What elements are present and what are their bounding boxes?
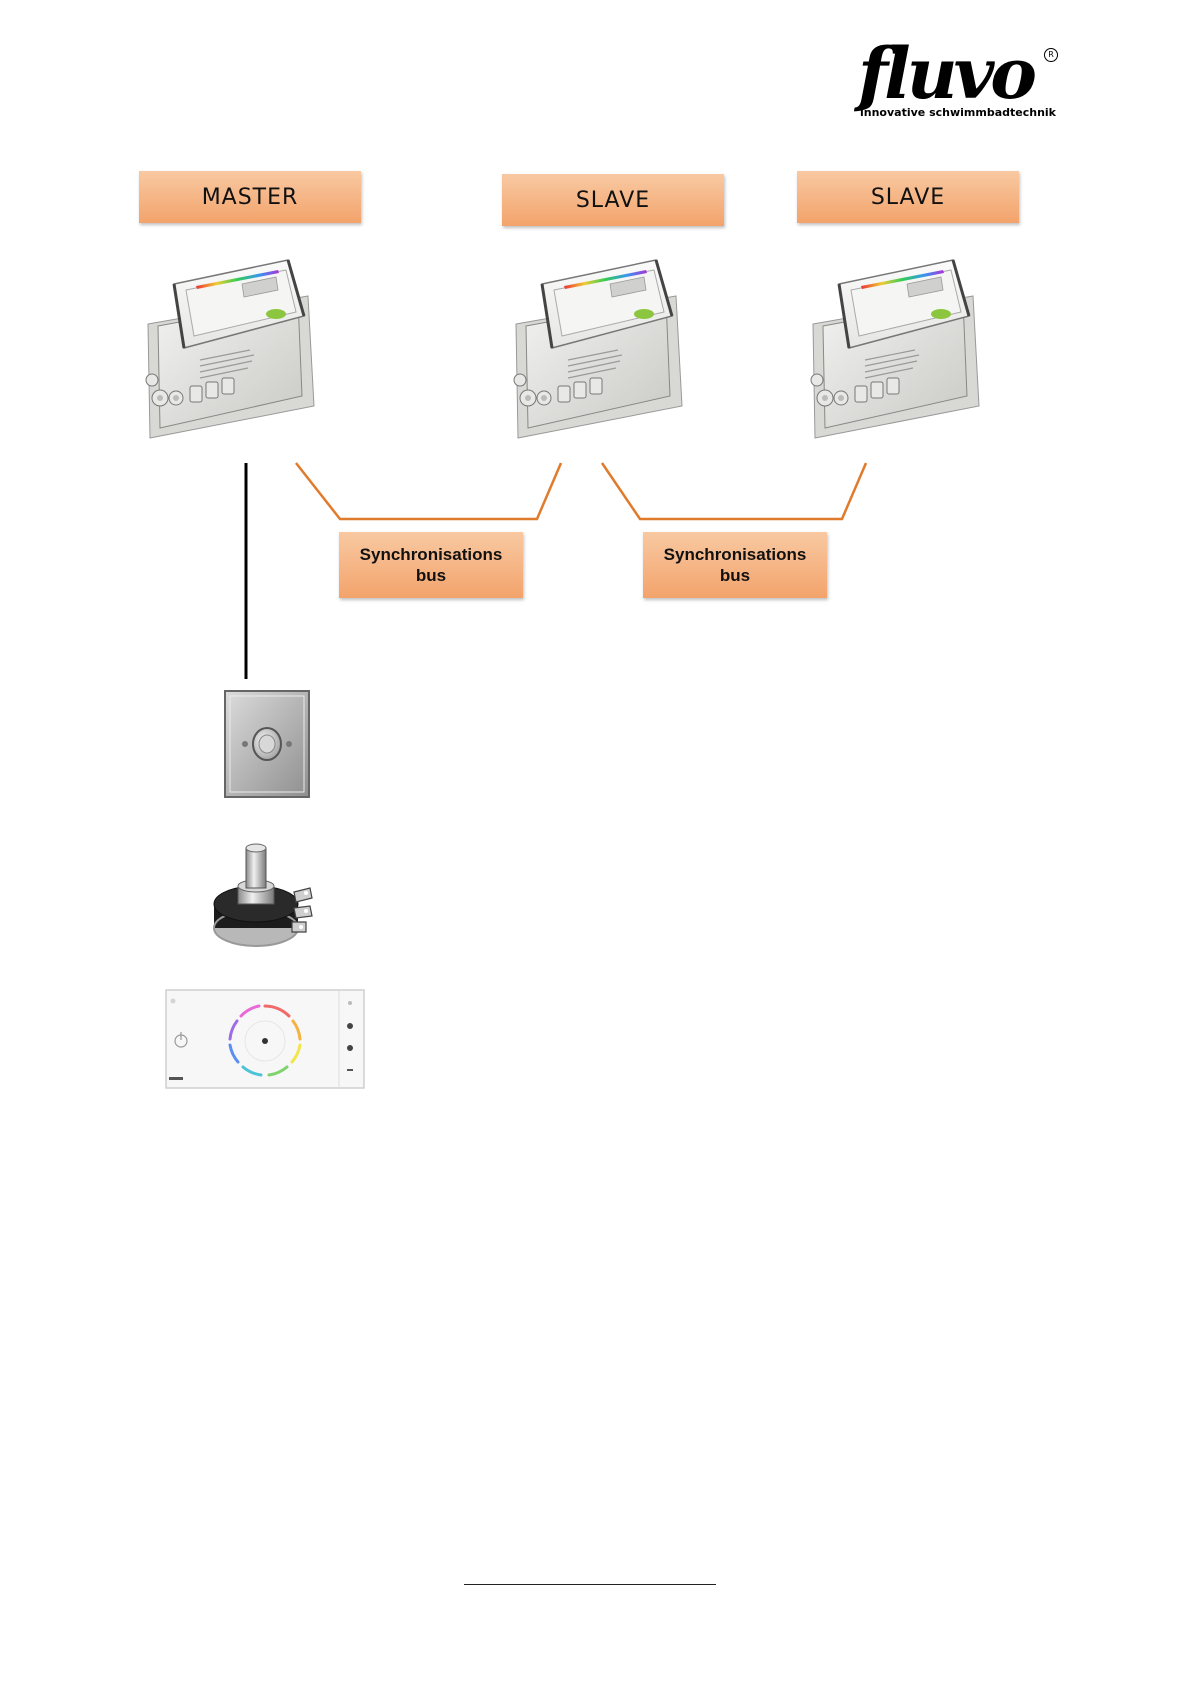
sync-bus-line-1: [296, 463, 561, 519]
push-button-switch-icon: [222, 688, 312, 800]
sync-bus-label-2-line2: bus: [720, 565, 750, 586]
footer-rule: [464, 1584, 716, 1585]
sync-bus-label-1-line1: Synchronisations: [360, 544, 503, 565]
sync-bus-label-1-line2: bus: [416, 565, 446, 586]
sync-bus-label-1: Synchronisations bus: [339, 532, 523, 598]
sync-bus-label-2-line1: Synchronisations: [664, 544, 807, 565]
sync-bus-label-2: Synchronisations bus: [643, 532, 827, 598]
rgb-touch-panel-icon: [165, 989, 365, 1089]
potentiometer-icon: [206, 842, 320, 954]
sync-bus-line-2: [602, 463, 866, 519]
